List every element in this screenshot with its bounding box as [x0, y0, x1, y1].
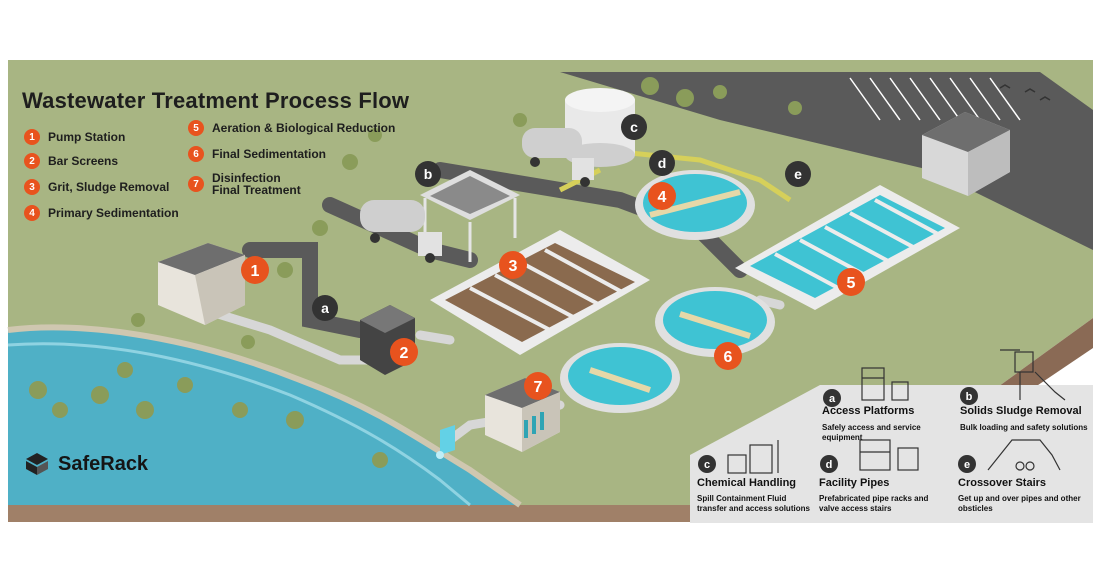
letter-marker-a: [312, 295, 338, 321]
legend-label: Disinfection Final Treatment: [212, 171, 301, 197]
feature-title-b: Solids Sludge Removal: [960, 405, 1082, 417]
feature-badge-c: [698, 455, 716, 473]
legend-badge: 5: [188, 120, 204, 136]
feature-desc-b: Bulk loading and safety solutions: [960, 423, 1088, 432]
feature-badge-e: [958, 455, 976, 473]
legend-badge: 7: [188, 176, 204, 192]
letter-label-c: c: [630, 119, 638, 135]
legend-badge: 4: [24, 205, 40, 221]
legend-item-3: 3 Grit, Sludge Removal: [24, 179, 169, 195]
legend-item-5: 5 Aeration & Biological Reduction: [188, 120, 395, 136]
outfall-waterfall: [436, 425, 455, 459]
feature-desc-a: Safely access and service equipment: [822, 423, 921, 442]
legend-item-4: 4 Primary Sedimentation: [24, 205, 179, 221]
letter-label-a: a: [321, 300, 329, 316]
step-marker-1: [241, 256, 269, 284]
feature-desc-c: Spill Containment Fluid transfer and acc…: [697, 494, 810, 513]
legend-item-2: 2 Bar Screens: [24, 153, 118, 169]
step-marker-2: [390, 338, 418, 366]
legend-item-1: 1 Pump Station: [24, 129, 125, 145]
step-marker-4: [648, 182, 676, 210]
step-marker-3: [499, 251, 527, 279]
letter-marker-e: [785, 161, 811, 187]
legend-item-6: 6 Final Sedimentation: [188, 146, 326, 162]
legend-label: Pump Station: [48, 130, 126, 144]
step-label-2: 2: [400, 345, 409, 362]
letter-marker-c: [621, 114, 647, 140]
feature-title-c: Chemical Handling: [697, 477, 797, 489]
river: [7, 324, 522, 508]
chemical-handling-icon: [727, 440, 779, 474]
feature-letter-e: e: [964, 459, 970, 471]
feature-letter-b: b: [966, 391, 973, 403]
feature-badge-d: [820, 455, 838, 473]
legend-label: Bar Screens: [48, 154, 119, 168]
tanker-truck-left: [360, 200, 442, 263]
letter-label-d: d: [658, 155, 667, 171]
birds: [999, 84, 1051, 101]
legend-label: Primary Sedimentation: [48, 206, 179, 220]
feature-badge-a: [823, 389, 841, 407]
feature-title-e: Crossover Stairs: [958, 477, 1047, 489]
step-marker-6: [714, 342, 742, 370]
access-platforms-icon: [861, 367, 909, 401]
legend-badge: 3: [24, 179, 40, 195]
tanker-truck-right: [522, 128, 594, 187]
brand-name: SafeRack: [58, 452, 149, 475]
step-marker-5: [837, 268, 865, 296]
feature-letter-c: c: [704, 459, 710, 471]
brand-logo: SafeRack: [24, 451, 148, 477]
step-label-6: 6: [724, 349, 733, 366]
feature-badge-b: [960, 387, 978, 405]
pump-station-building: [158, 243, 245, 325]
step-label-4: 4: [658, 189, 667, 206]
legend-badge: 2: [24, 153, 40, 169]
aeration-basins: [735, 185, 960, 310]
legend-badge: 6: [188, 146, 204, 162]
page-title: Wastewater Treatment Process Flow: [22, 88, 410, 113]
final-clarifiers: [560, 287, 775, 413]
feature-title-d: Facility Pipes: [819, 477, 890, 489]
legend-label: Final Sedimentation: [212, 147, 327, 161]
step-marker-7: [524, 372, 552, 400]
legend-label: Grit, Sludge Removal: [48, 180, 170, 194]
facility-pipes-icon: [859, 439, 919, 471]
saferack-logo-icon: [26, 453, 48, 475]
legend-item-7: 7 Disinfection Final Treatment: [188, 172, 308, 196]
sludge-removal-icon: [1000, 349, 1066, 401]
letter-marker-d: [649, 150, 675, 176]
feature-letter-d: d: [826, 459, 833, 471]
step-label-7: 7: [534, 379, 543, 396]
legend-badge: 1: [24, 129, 40, 145]
office-building: [922, 112, 1010, 196]
feature-desc-e: Get up and over pipes and other obsticle…: [958, 494, 1081, 513]
feature-title-a: Access Platforms: [822, 405, 915, 417]
feature-letter-a: a: [829, 393, 836, 405]
legend-label: Aeration & Biological Reduction: [212, 121, 396, 135]
letter-label-b: b: [424, 166, 433, 182]
letter-label-e: e: [794, 166, 802, 182]
step-label-1: 1: [251, 263, 260, 280]
step-label-3: 3: [509, 258, 518, 275]
letter-marker-b: [415, 161, 441, 187]
trees: [29, 77, 802, 468]
grit-tanks: [430, 230, 650, 355]
crossover-stairs-icon: [987, 439, 1061, 471]
step-label-5: 5: [847, 275, 856, 292]
feature-desc-d: Prefabricated pipe racks and valve acces…: [819, 494, 929, 513]
